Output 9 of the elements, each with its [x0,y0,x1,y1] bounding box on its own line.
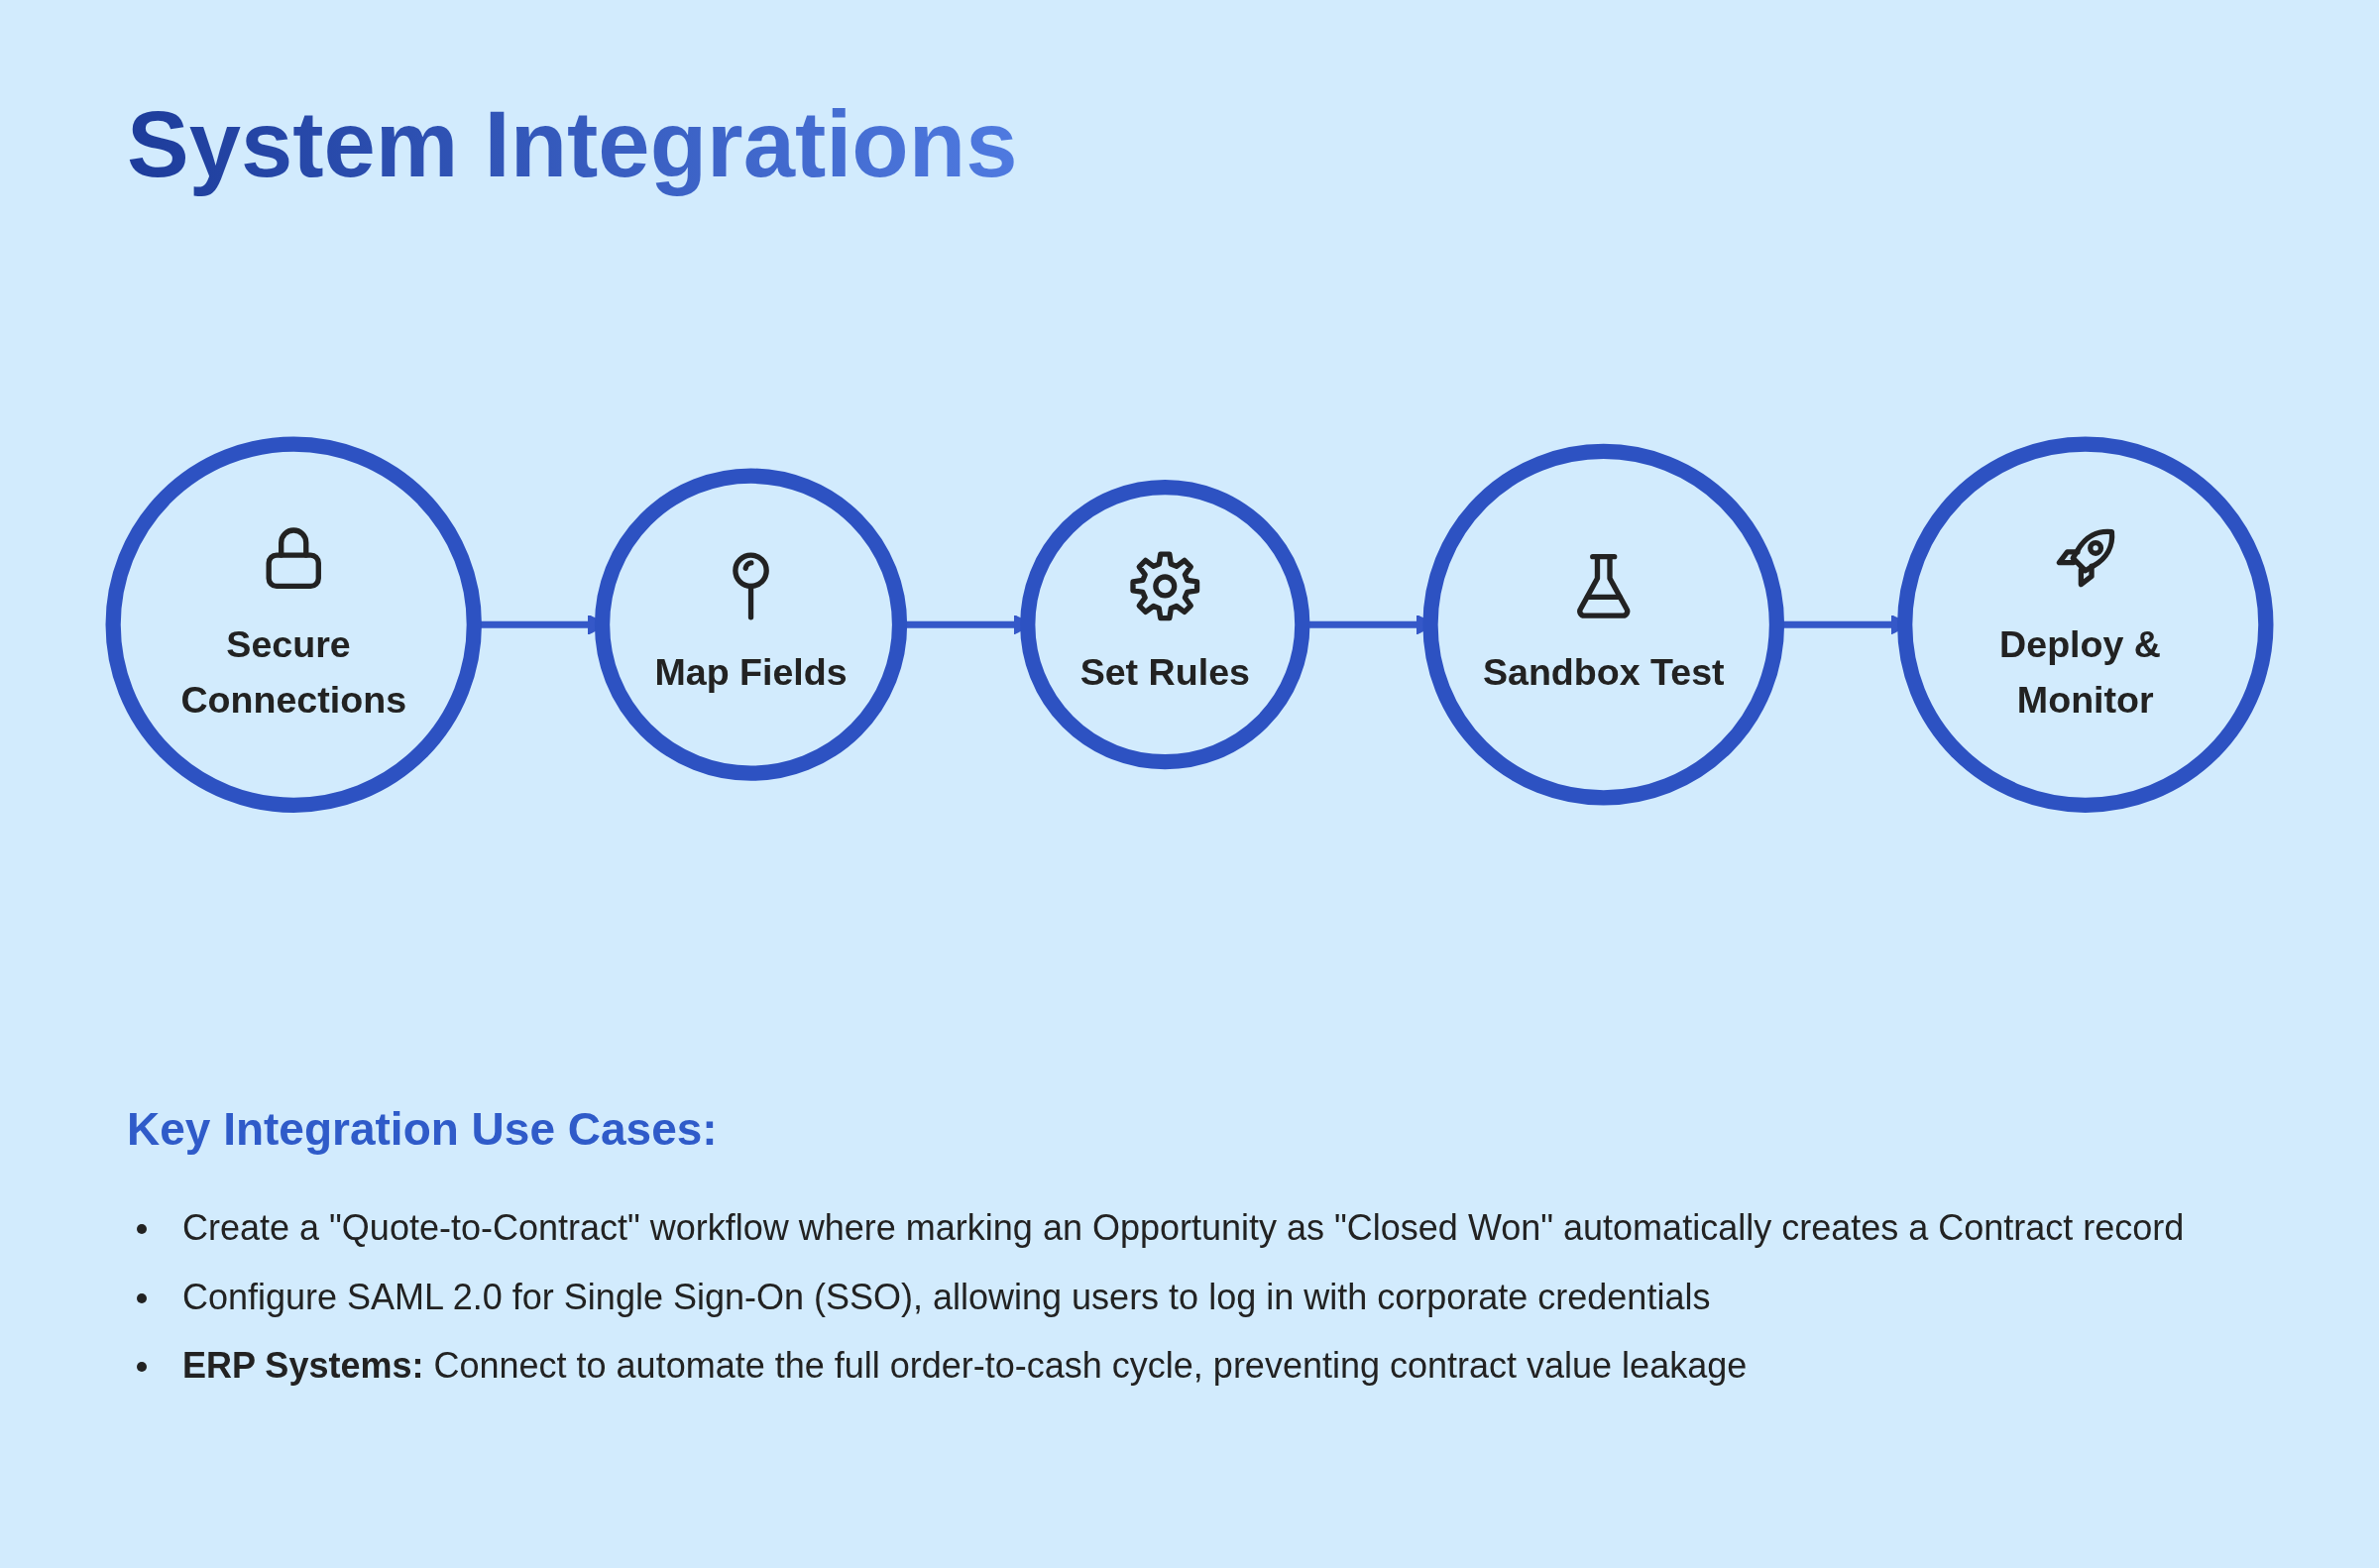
node-circle: Deploy & Monitor [1897,436,2274,813]
section-heading: Key Integration Use Cases: [127,1102,718,1156]
node-circle: Secure Connections [105,436,482,813]
list-item: ERP Systems: Connect to automate the full order-to-cash cycle, preventing contract value leakage [127,1337,1748,1395]
list-item: Configure SAML 2.0 for Single Sign-On (SSO), allowing users to log in with corporate credentials [127,1268,1711,1326]
list-item: Create a "Quote-to-Contract" workflow where marking an Opportunity as "Closed Won" automatically creates a Contract record [127,1199,2185,1257]
node-circle: Sandbox Test [1422,443,1785,806]
node-circle: Map Fields [594,468,908,781]
node-circle: Set Rules [1020,479,1310,770]
